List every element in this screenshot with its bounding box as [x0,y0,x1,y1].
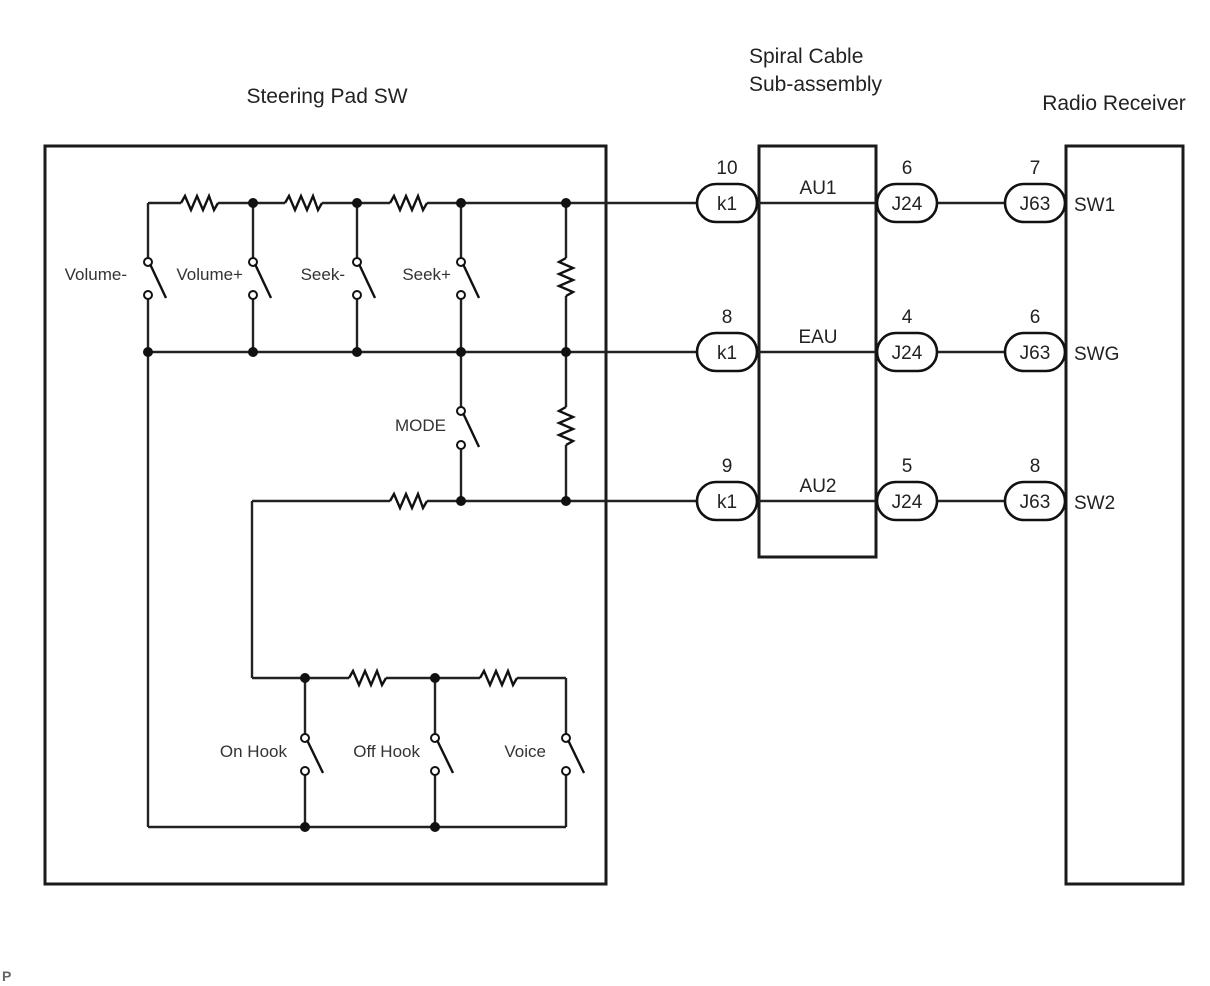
switch-on-hook [300,733,325,776]
resistor [388,192,429,214]
spiral-connector-label: J24 [892,194,923,215]
connector-j63 [1003,480,1067,522]
radio-terminal-label: SW2 [1074,493,1115,514]
switch-volume-minus [143,257,168,300]
connector-j63 [1003,331,1067,373]
resistor [347,667,388,689]
label-mode: MODE [395,416,446,435]
footer-mark: P [2,968,11,984]
radio-receiver-box [1064,144,1185,886]
radio-pin-number: 7 [1030,158,1041,179]
radio-connector-label: J63 [1020,492,1051,513]
label-on-hook: On Hook [220,742,288,761]
junctions [143,198,571,832]
switch-voice [561,733,586,776]
steering-pad-circuit [146,201,698,829]
radio-terminal-label: SW1 [1074,195,1115,216]
label-seek-minus: Seek- [301,265,345,284]
spiral-pin-number: 4 [902,307,913,328]
wire-label: AU1 [800,178,837,199]
label-volume-plus: Volume+ [176,265,243,284]
resistor [478,667,519,689]
steering-pin-number: 8 [722,307,733,328]
radio-pin-number: 6 [1030,307,1041,328]
connector-j24 [875,480,939,522]
steering-pad-box [43,144,608,886]
circuit-row-au2: 9 k1 AU2 5 J24 8 J63 SW2 [695,456,1115,522]
spiral-cable-title-line1: Spiral Cable [749,45,863,68]
wire-label: EAU [798,327,837,348]
steering-connector-label: k1 [717,492,737,513]
switch-volume-plus [248,257,273,300]
connector-k1 [695,182,759,224]
radio-connector-label: J63 [1020,343,1051,364]
connector-j24 [875,182,939,224]
spiral-pin-number: 6 [902,158,913,179]
connector-k1 [695,480,759,522]
resistor [555,405,577,447]
resistor [283,192,324,214]
spiral-connector-label: J24 [892,492,923,513]
label-volume-minus: Volume- [65,265,127,284]
resistor [179,192,220,214]
steering-pad-title: Steering Pad SW [246,85,407,108]
connector-j63 [1003,182,1067,224]
radio-receiver-title: Radio Receiver [1042,92,1186,115]
spiral-connector-label: J24 [892,343,923,364]
connector-j24 [875,331,939,373]
switch-mode [456,406,481,450]
radio-connector-label: J63 [1020,194,1051,215]
radio-terminal-label: SWG [1074,344,1119,365]
switch-off-hook [430,733,455,776]
steering-pin-number: 9 [722,456,733,477]
circuit-row-eau: 8 k1 EAU 4 J24 6 J63 SWG [695,307,1119,373]
spiral-pin-number: 5 [902,456,913,477]
radio-pin-number: 8 [1030,456,1041,477]
circuit-row-au1: 10 k1 AU1 6 J24 7 J63 SW1 [695,158,1115,224]
steering-connector-label: k1 [717,194,737,215]
steering-pin-number: 10 [716,158,737,179]
wire-label: AU2 [800,476,837,497]
label-seek-plus: Seek+ [402,265,451,284]
connector-k1 [695,331,759,373]
resistor [555,256,577,298]
switch-seek-plus [456,257,481,300]
switch-seek-minus [352,257,377,300]
spiral-cable-title-line2: Sub-assembly [749,73,883,96]
resistors [179,192,577,689]
label-voice: Voice [504,742,546,761]
resistor [388,490,429,512]
steering-connector-label: k1 [717,343,737,364]
label-off-hook: Off Hook [353,742,420,761]
